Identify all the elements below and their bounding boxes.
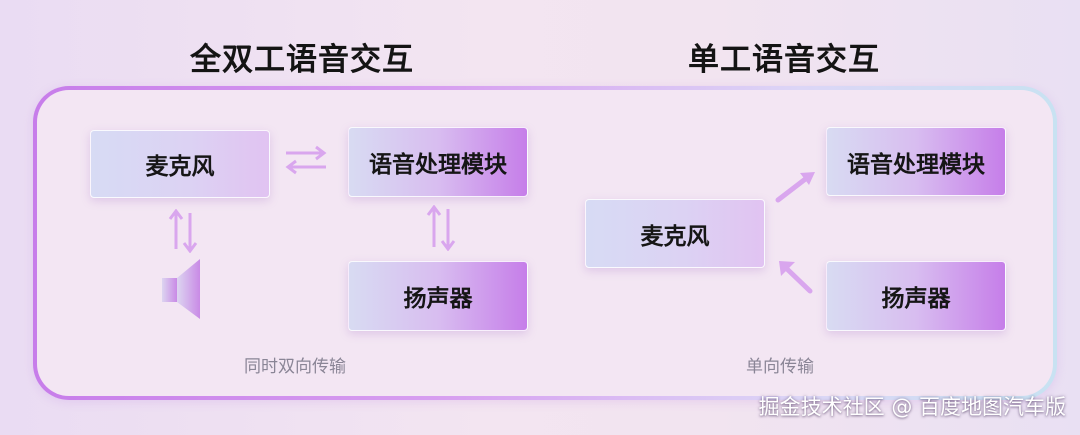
bidirectional-vertical-arrow-icon bbox=[168, 209, 198, 253]
bidirectional-horizontal-arrow-icon bbox=[285, 145, 327, 175]
half-duplex-title: 单工语音交互 bbox=[688, 42, 880, 78]
full-duplex-caption: 同时双向传输 bbox=[244, 357, 346, 377]
full-duplex-microphone-box: 麦克风 bbox=[90, 130, 270, 198]
half-duplex-microphone-box: 麦克风 bbox=[585, 199, 765, 268]
full-duplex-speech-module-box: 语音处理模块 bbox=[348, 127, 528, 197]
half-duplex-speech-module-box: 语音处理模块 bbox=[826, 127, 1006, 196]
speaker-icon bbox=[162, 259, 200, 319]
diagonal-up-right-arrow-icon bbox=[775, 172, 815, 203]
full-duplex-speaker-box: 扬声器 bbox=[348, 261, 528, 331]
bidirectional-vertical-arrow-icon bbox=[426, 205, 456, 251]
diagonal-up-left-arrow-icon bbox=[779, 261, 813, 294]
watermark-text: 掘金技术社区 @ 百度地图汽车版 bbox=[758, 395, 1066, 419]
full-duplex-title: 全双工语音交互 bbox=[190, 42, 414, 78]
half-duplex-speaker-box: 扬声器 bbox=[826, 261, 1006, 331]
half-duplex-caption: 单向传输 bbox=[746, 357, 814, 377]
